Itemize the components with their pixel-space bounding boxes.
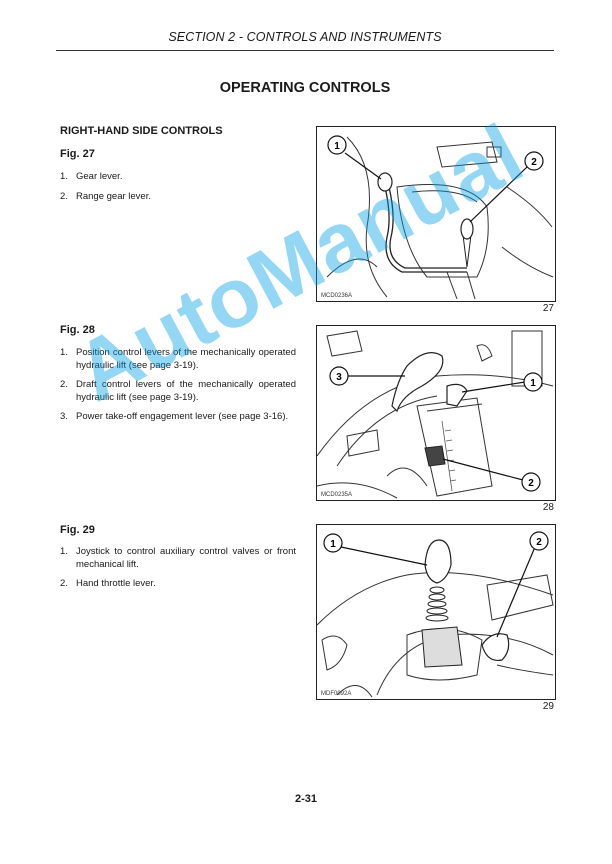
figure-28-illustration: 3 1 2 MCD0235A: [316, 325, 556, 501]
pto-lever-icon: [391, 352, 444, 413]
item-number: 1.: [60, 546, 68, 557]
list-item: 2. Draft control levers of the mechanica…: [60, 378, 296, 404]
svg-text:2: 2: [531, 157, 537, 168]
item-text: Power take-off engagement lever (see pag…: [76, 411, 289, 422]
item-text: Position control levers of the mechanica…: [76, 347, 296, 371]
callout-3: 3: [329, 366, 405, 386]
gear-levers-drawing: 1 2: [326, 135, 554, 300]
section-header: SECTION 2 - CONTROLS AND INSTRUMENTS: [168, 30, 442, 44]
draft-lever-icon: [424, 445, 446, 467]
fig-27-label: Fig. 27: [60, 148, 95, 160]
item-text: Range gear lever.: [76, 191, 151, 202]
item-text: Joystick to control auxiliary control va…: [76, 546, 296, 570]
callout-2: 2: [442, 458, 541, 492]
callout-2: 2: [496, 531, 549, 638]
gear-lever-knob-icon: [377, 172, 393, 192]
svg-text:2: 2: [528, 478, 534, 489]
list-item: 1. Joystick to control auxiliary control…: [60, 545, 296, 571]
figure-number: 28: [542, 502, 554, 513]
item-number: 3.: [60, 411, 68, 422]
item-number: 2.: [60, 578, 68, 589]
list-item: 3. Power take-off engagement lever (see …: [60, 410, 296, 423]
svg-text:3: 3: [336, 372, 342, 383]
item-number: 1.: [60, 171, 68, 182]
page-title: OPERATING CONTROLS: [219, 80, 391, 96]
item-number: 1.: [60, 347, 68, 358]
callout-1: 1: [323, 533, 428, 566]
svg-text:2: 2: [536, 537, 542, 548]
list-item: 1. Position control levers of the mechan…: [60, 346, 296, 372]
item-number: 2.: [60, 191, 68, 202]
joystick-icon: [424, 539, 452, 584]
header-divider: [56, 50, 554, 51]
position-lever-icon: [446, 383, 468, 407]
fig-29-label: Fig. 29: [60, 524, 95, 536]
fig-28-label: Fig. 28: [60, 324, 95, 336]
list-item: 2. Range gear lever.: [60, 190, 296, 203]
callout-2: 2: [469, 151, 544, 223]
joystick-throttle-drawing: 1 2: [317, 531, 554, 698]
svg-text:1: 1: [330, 539, 336, 550]
figure-code: MCD0236A: [321, 293, 353, 299]
page-number: 2-31: [294, 793, 318, 805]
item-number: 2.: [60, 379, 68, 390]
item-text: Hand throttle lever.: [76, 578, 156, 589]
figure-number: 29: [542, 701, 554, 712]
section-subheading: RIGHT-HAND SIDE CONTROLS: [60, 125, 223, 137]
callout-1: 1: [461, 372, 543, 393]
svg-text:1: 1: [530, 378, 536, 389]
svg-text:1: 1: [334, 141, 340, 152]
range-lever-knob-icon: [460, 218, 474, 240]
list-item: 1. Gear lever.: [60, 170, 296, 183]
hydraulic-levers-drawing: 3 1 2: [317, 330, 554, 499]
figure-number: 27: [542, 303, 554, 314]
item-text: Gear lever.: [76, 171, 123, 182]
figure-29-illustration: 1 2 MDF0092A: [316, 524, 556, 700]
throttle-lever-icon: [481, 633, 510, 662]
item-text: Draft control levers of the mechanically…: [76, 379, 296, 403]
figure-27-illustration: 1 2 MCD0236A: [316, 126, 556, 302]
callout-1: 1: [327, 135, 382, 180]
list-item: 2. Hand throttle lever.: [60, 577, 296, 590]
figure-code: MDF0092A: [321, 691, 352, 697]
figure-code: MCD0235A: [321, 492, 353, 498]
